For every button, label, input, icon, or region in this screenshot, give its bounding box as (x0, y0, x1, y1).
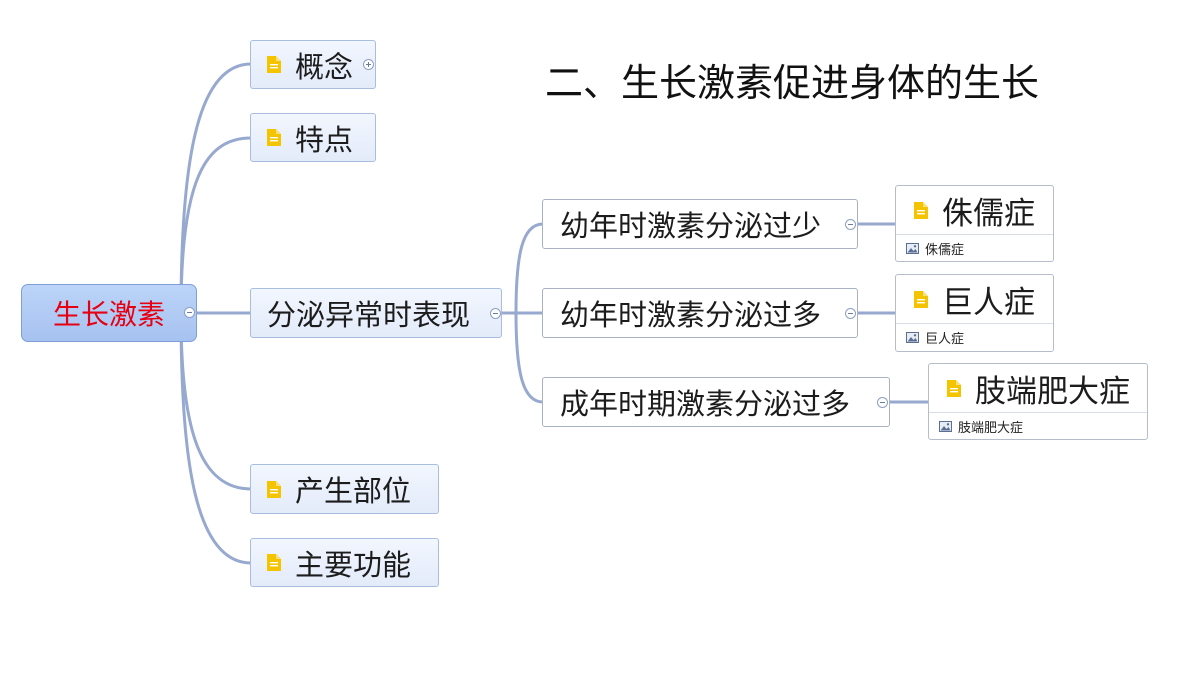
note-icon (267, 56, 281, 73)
root-label: 生长激素 (52, 298, 165, 331)
connector-abnormal-branch1 (514, 222, 545, 315)
collapse-icon[interactable] (845, 219, 856, 230)
branch-node-2[interactable]: 幼年时激素分泌过多 (542, 288, 858, 338)
leaf-image-label-3: 肢端肥大症 (958, 420, 1024, 436)
child-node-feature[interactable]: 特点 (250, 113, 376, 162)
collapse-icon[interactable] (845, 308, 856, 319)
child-node-concept[interactable]: 概念 (250, 40, 376, 89)
collapse-icon[interactable] (877, 397, 888, 408)
leaf-title-2: 巨人症 (942, 284, 1035, 321)
child-node-function[interactable]: 主要功能 (250, 538, 439, 587)
connector-root-function (179, 312, 253, 565)
note-icon (914, 290, 928, 308)
connector-root-concept (179, 62, 253, 314)
connector-abnormal-branch3 (514, 311, 545, 404)
child-label-concept: 概念 (295, 49, 354, 84)
note-icon (267, 129, 281, 146)
leaf-image-label-1: 侏儒症 (925, 242, 965, 258)
child-node-abnormal[interactable]: 分泌异常时表现 (250, 288, 502, 338)
child-label-feature: 特点 (295, 122, 354, 157)
leaf-title-row: 巨人症 (896, 275, 1053, 324)
expand-icon[interactable] (363, 59, 374, 70)
note-icon (914, 201, 928, 219)
child-label-function: 主要功能 (295, 547, 412, 582)
connector-root-feature (179, 136, 253, 314)
branch-node-1[interactable]: 幼年时激素分泌过少 (542, 199, 858, 249)
leaf-image-label-2: 巨人症 (925, 332, 965, 347)
note-icon (267, 554, 281, 571)
collapse-icon[interactable] (490, 308, 501, 319)
branch-label-1: 幼年时激素分泌过少 (560, 209, 822, 243)
note-icon (947, 379, 961, 397)
leaf-node-2[interactable]: 巨人症 巨人症 (895, 274, 1054, 352)
leaf-image-row: 侏儒症 (896, 235, 1053, 261)
slide-title: 二、生长激素促进身体的生长 (545, 61, 1040, 105)
leaf-node-3[interactable]: 肢端肥大症 肢端肥大症 (928, 363, 1148, 440)
note-icon (267, 480, 281, 498)
collapse-icon[interactable] (184, 307, 195, 318)
child-label-abnormal: 分泌异常时表现 (267, 298, 471, 332)
leaf-title-3: 肢端肥大症 (975, 373, 1130, 410)
branch-node-3[interactable]: 成年时期激素分泌过多 (542, 377, 890, 427)
leaf-title-1: 侏儒症 (942, 195, 1035, 232)
child-node-origin[interactable]: 产生部位 (250, 464, 439, 514)
branch-label-3: 成年时期激素分泌过多 (560, 387, 851, 421)
leaf-image-row: 肢端肥大症 (929, 413, 1147, 439)
image-icon (906, 242, 919, 254)
branch-label-2: 幼年时激素分泌过多 (560, 298, 822, 332)
leaf-title-row: 肢端肥大症 (929, 364, 1147, 413)
leaf-image-row: 巨人症 (896, 324, 1053, 351)
image-icon (939, 420, 952, 432)
leaf-node-1[interactable]: 侏儒症 侏儒症 (895, 185, 1054, 262)
child-label-origin: 产生部位 (295, 474, 412, 508)
image-icon (906, 332, 919, 343)
leaf-title-row: 侏儒症 (896, 186, 1053, 235)
root-node[interactable]: 生长激素 (21, 284, 197, 342)
